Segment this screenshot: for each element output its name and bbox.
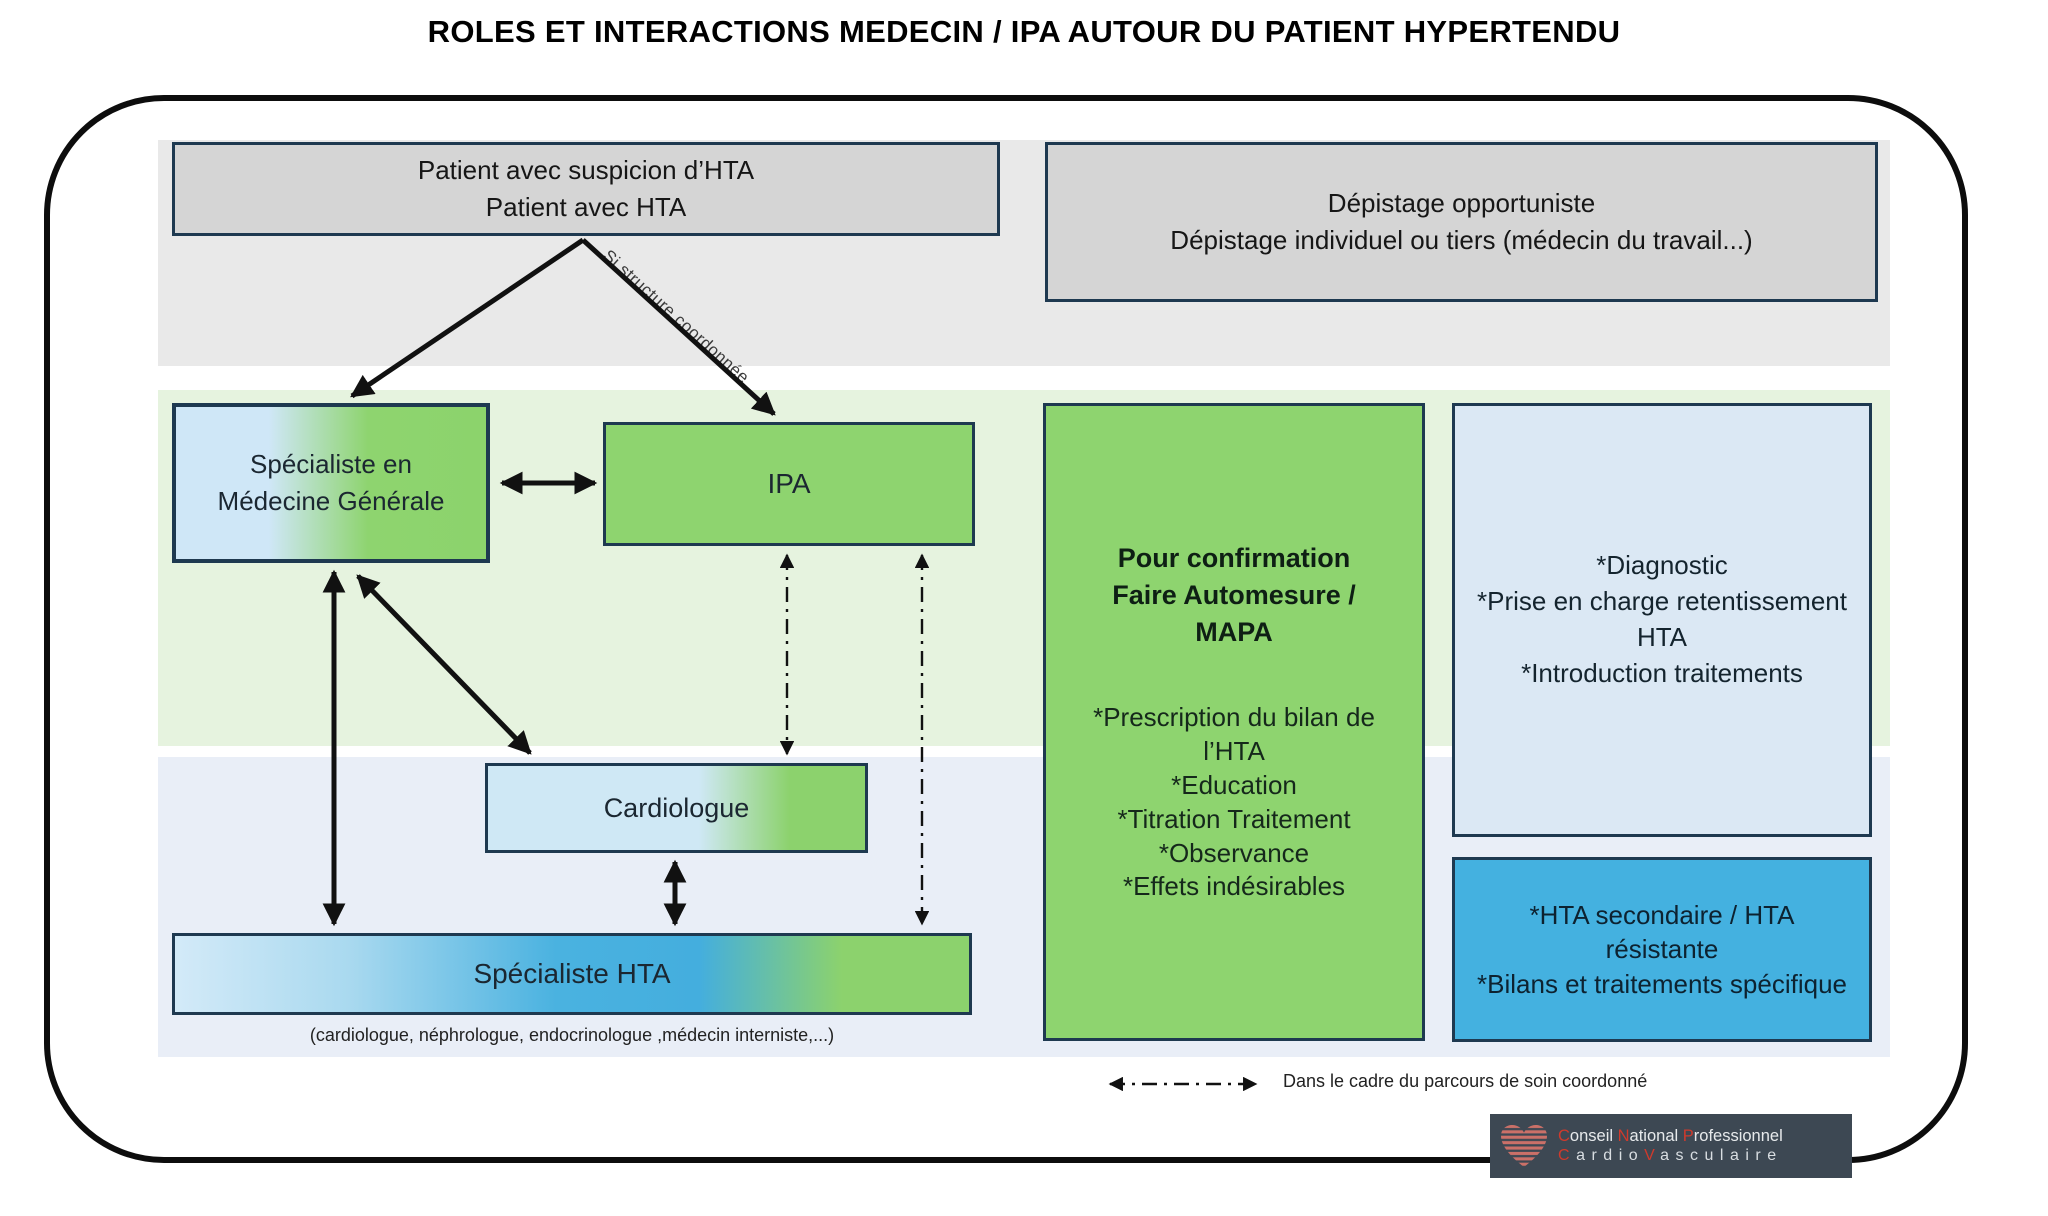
- blue-panel-specialist-role: *HTA secondaire / HTA résistante *Bilans…: [1452, 857, 1872, 1042]
- ipa-label: IPA: [767, 468, 811, 500]
- green-panel-ipa-role: Pour confirmation Faire Automesure / MAP…: [1043, 403, 1425, 1041]
- list-item: *Effets indésirables: [1122, 871, 1346, 902]
- striped-heart-icon: [1501, 1125, 1547, 1167]
- lightblue-panel-items: *Diagnostic *Prise en charge retentissem…: [1473, 548, 1851, 692]
- medecine-generale-box: Spécialiste en Médecine Générale: [172, 403, 490, 563]
- list-item: *Bilans et traitements spécifique: [1477, 968, 1847, 999]
- list-item: *Introduction traitements: [1521, 657, 1803, 688]
- list-item: *Prise en charge retentissement HTA: [1477, 586, 1847, 652]
- list-item: *Diagnostic: [1596, 550, 1728, 581]
- blue-panel-items: *HTA secondaire / HTA résistante *Bilans…: [1471, 898, 1853, 1002]
- depistage-box: Dépistage opportuniste Dépistage individ…: [1045, 142, 1878, 302]
- cardiologue-box: Cardiologue: [485, 763, 868, 853]
- outer-rounded-frame: [44, 95, 1968, 1163]
- specialiste-hta-caption: (cardiologue, néphrologue, endocrinologu…: [309, 1025, 835, 1045]
- green-panel-heading: Pour confirmation Faire Automesure / MAP…: [1112, 540, 1356, 652]
- logo-line-2: CardioVasculaire: [1558, 1147, 1783, 1165]
- lightblue-panel-doctor-role: *Diagnostic *Prise en charge retentissem…: [1452, 403, 1872, 837]
- cnp-cardiovasculaire-logo: Conseil National Professionnel CardioVas…: [1490, 1114, 1852, 1178]
- depistage-line-1: Dépistage opportuniste: [1327, 188, 1596, 219]
- list-item: *Observance: [1158, 837, 1310, 868]
- list-item: *Prescription du bilan de l’HTA: [1093, 702, 1375, 767]
- list-item: *HTA secondaire / HTA résistante: [1529, 899, 1795, 965]
- patient-box: Patient avec suspicion d’HTA Patient ave…: [172, 142, 1000, 236]
- green-heading-line-2: Faire Automesure /: [1112, 579, 1356, 610]
- mg-line-1: Spécialiste en: [250, 449, 412, 480]
- specialiste-hta-box: Spécialiste HTA: [172, 933, 972, 1015]
- green-heading-line-1: Pour confirmation: [1117, 542, 1351, 573]
- patient-line-2: Patient avec HTA: [485, 192, 687, 222]
- legend-text: Dans le cadre du parcours de soin coordo…: [1283, 1071, 1648, 1091]
- green-heading-line-3: MAPA: [1195, 617, 1273, 648]
- green-panel-items: *Prescription du bilan de l’HTA *Educati…: [1064, 701, 1404, 904]
- logo-line-1: Conseil National Professionnel: [1558, 1126, 1783, 1145]
- list-item: *Education: [1171, 770, 1297, 801]
- logo-text: Conseil National Professionnel CardioVas…: [1558, 1126, 1783, 1167]
- specialiste-hta-label: Spécialiste HTA: [473, 958, 671, 990]
- page-title: ROLES ET INTERACTIONS MEDECIN / IPA AUTO…: [427, 14, 1621, 49]
- depistage-line-2: Dépistage individuel ou tiers (médecin d…: [1170, 225, 1753, 255]
- list-item: *Titration Traitement: [1117, 803, 1351, 834]
- patient-line-1: Patient avec suspicion d’HTA: [417, 155, 755, 186]
- ipa-box: IPA: [603, 422, 975, 546]
- cardiologue-label: Cardiologue: [603, 792, 750, 823]
- mg-line-2: Médecine Générale: [217, 486, 445, 516]
